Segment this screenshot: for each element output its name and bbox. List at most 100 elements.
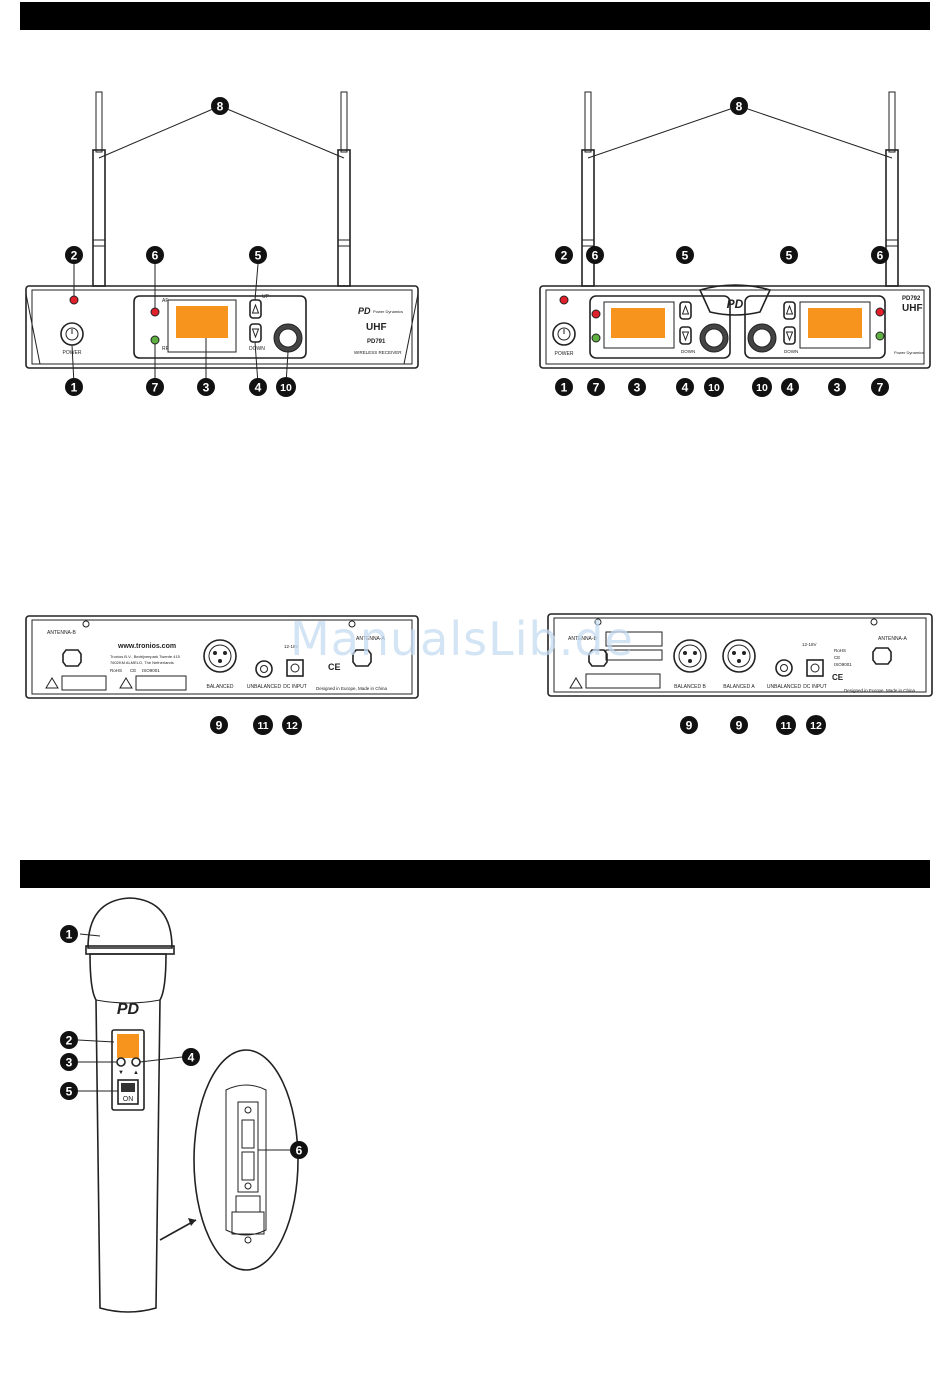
callout-10: 10 — [756, 382, 768, 394]
pd791-rear: ANTENNA-B ANTENNA-A www.tronios.com Tron… — [25, 615, 419, 699]
callout-6: 6 — [877, 249, 884, 263]
down-label: DOWN — [784, 349, 798, 354]
antenna-b-label: ANTENNA-B — [568, 636, 598, 642]
antenna-a-label: ANTENNA-A — [356, 636, 386, 642]
svg-text:RoHS: RoHS — [834, 648, 846, 653]
callout-8: 8 — [217, 100, 224, 114]
up-button[interactable] — [249, 299, 262, 319]
callout-5: 5 — [786, 249, 793, 263]
callout-3: 3 — [834, 381, 841, 395]
svg-text:Tronios B.V., Bedrijvenpark Tw: Tronios B.V., Bedrijvenpark Twente 415 — [110, 654, 181, 659]
svg-text:RoHS: RoHS — [110, 668, 122, 673]
ce-mark: CE — [832, 673, 844, 682]
warning-icon — [569, 677, 583, 689]
callout-7: 7 — [152, 381, 159, 395]
dc-voltage-label: 12-18V — [802, 642, 817, 647]
mic-grille — [87, 897, 173, 949]
section-header-bar — [20, 2, 930, 30]
antenna-a-connector — [352, 649, 372, 667]
volume-knob-b[interactable] — [747, 323, 777, 353]
power-led — [559, 295, 569, 305]
down-arrow-icon — [681, 331, 690, 342]
svg-text:ISO9001: ISO9001 — [142, 668, 160, 673]
volume-knob-a[interactable] — [699, 323, 729, 353]
balanced-a-xlr-jack[interactable] — [722, 639, 756, 673]
brand-logo: PD — [358, 306, 371, 316]
svg-text:7602KM ALMELO, The Netherlands: 7602KM ALMELO, The Netherlands — [110, 660, 174, 665]
up-arrow-icon — [681, 304, 690, 315]
callout-5: 5 — [682, 249, 689, 263]
callout-12: 12 — [810, 720, 822, 732]
section-header-bar — [20, 860, 930, 888]
ce-mark: CE — [328, 662, 341, 672]
unbalanced-jack[interactable] — [775, 659, 793, 677]
antenna — [337, 91, 351, 287]
down-button-a[interactable] — [679, 326, 692, 345]
antenna-b-connector — [62, 649, 82, 667]
up-button-a[interactable] — [679, 301, 692, 320]
down-arrow-icon — [251, 328, 260, 339]
model-label: PD792 — [902, 296, 921, 302]
callout-6: 6 — [296, 1144, 303, 1158]
callout-2: 2 — [66, 1034, 73, 1048]
dc-input-label: DC INPUT — [283, 684, 307, 690]
up-arrow-icon — [785, 304, 794, 315]
svg-text:CE: CE — [834, 655, 840, 660]
dc-voltage-label: 12-18V — [284, 644, 299, 649]
pd792-front: PD POWER DOWN DOWN PD792 UHF Power Dynam… — [539, 91, 931, 369]
warning-icon — [119, 677, 133, 689]
af-led — [150, 307, 160, 317]
callout-4: 4 — [682, 381, 689, 395]
dc-input-label: DC INPUT — [803, 684, 827, 690]
callout-6: 6 — [592, 249, 599, 263]
lcd-display — [176, 306, 228, 338]
made-in-label: Designed in Europe, Made in China — [316, 686, 388, 691]
down-button-b[interactable] — [783, 326, 796, 345]
dc-input-jack[interactable] — [806, 659, 824, 677]
down-button[interactable] — [249, 323, 262, 343]
callout-6: 6 — [152, 249, 159, 263]
up-button-b[interactable] — [783, 301, 796, 320]
lcd-display-a — [611, 308, 665, 338]
power-button[interactable] — [552, 322, 576, 346]
unbalanced-label: UNBALANCED — [767, 684, 802, 690]
power-button[interactable] — [60, 322, 84, 346]
callout-7: 7 — [877, 381, 884, 395]
battery-compartment-detail — [193, 1049, 299, 1271]
unbalanced-jack[interactable] — [255, 660, 273, 678]
callout-3: 3 — [66, 1056, 73, 1070]
down-label: DOWN — [681, 349, 695, 354]
af-led-b — [875, 307, 885, 317]
callout-9: 9 — [686, 719, 693, 733]
mic-power-switch[interactable] — [117, 1079, 139, 1105]
dc-input-jack[interactable] — [286, 659, 304, 677]
brand-name: Power Dynamics — [373, 309, 403, 314]
antenna-b-connector — [588, 649, 608, 667]
watermark: ManualsLib.de — [290, 612, 634, 666]
af-label: AF — [162, 298, 168, 304]
antenna-b-label: ANTENNA-B — [47, 630, 77, 636]
battery — [241, 1119, 255, 1149]
pd791-front: AF RF POWER UP DOWN PD Power Dynamics UH… — [25, 91, 419, 385]
lcd-display-b — [808, 308, 862, 338]
volume-knob[interactable] — [273, 323, 303, 353]
on-label: ON — [123, 1096, 134, 1103]
mic-down-button[interactable] — [116, 1057, 126, 1067]
balanced-b-label: BALANCED B — [674, 684, 706, 690]
power-led — [69, 295, 79, 305]
svg-text:ISO9001: ISO9001 — [834, 662, 852, 667]
antenna — [92, 91, 106, 287]
warning-icon — [45, 677, 59, 689]
down-arrow-icon: ▼ — [118, 1070, 124, 1076]
mic-up-button[interactable] — [131, 1057, 141, 1067]
balanced-b-xlr-jack[interactable] — [673, 639, 707, 673]
balanced-a-label: BALANCED A — [723, 684, 755, 690]
balanced-label: BALANCED — [207, 684, 234, 690]
callout-2: 2 — [71, 249, 78, 263]
up-arrow-icon: ▲ — [133, 1070, 139, 1076]
callout-10: 10 — [280, 382, 292, 394]
callout-11: 11 — [257, 720, 268, 732]
balanced-xlr-jack[interactable] — [203, 639, 237, 673]
rf-led — [150, 335, 160, 345]
brand-name: Power Dynamics — [894, 350, 924, 355]
